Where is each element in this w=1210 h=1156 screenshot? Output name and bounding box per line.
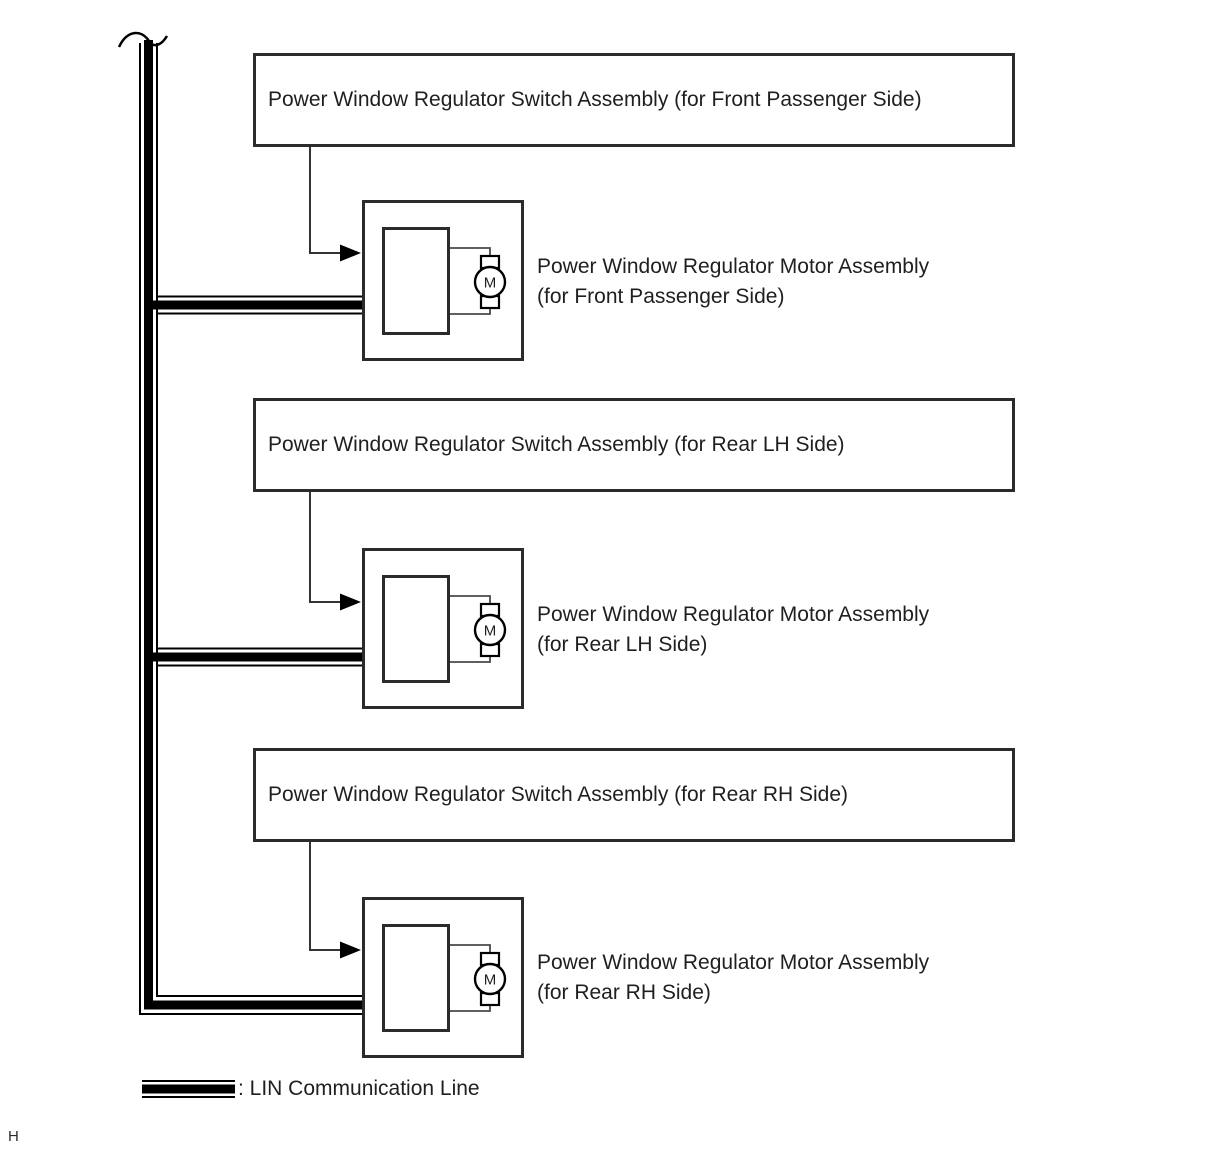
motor-label-line1: Power Window Regulator Motor Assembly (537, 255, 930, 278)
legend-lin-line-label: : LIN Communication Line (238, 1077, 480, 1100)
bus-top-curl (117, 31, 169, 48)
motor-assembly-box-rear-rh: M (362, 897, 524, 1058)
motor-label-line2: (for Rear LH Side) (537, 633, 708, 656)
motor-assembly-label-rear-lh: Power Window Regulator Motor Assembly (f… (537, 600, 1017, 660)
motor-letter: M (484, 275, 497, 292)
motor-controller-block (382, 924, 450, 1032)
motor-letter: M (484, 623, 497, 640)
arrowhead-icon (340, 244, 361, 262)
motor-icon: M (450, 595, 507, 663)
page-marker: H (8, 1128, 19, 1145)
motor-icon: M (450, 247, 507, 315)
lin-branch-front-passenger (148, 294, 362, 316)
motor-letter: M (484, 972, 497, 989)
motor-label-line2: (for Front Passenger Side) (537, 285, 785, 308)
motor-assembly-box-rear-lh: M (362, 548, 524, 709)
arrowhead-icon (340, 941, 361, 959)
arrow-switch-to-motor-rear-lh (309, 492, 361, 611)
lin-branch-rear-lh (148, 646, 362, 668)
switch-assembly-box-front-passenger: Power Window Regulator Switch Assembly (… (253, 53, 1015, 147)
switch-assembly-box-rear-lh: Power Window Regulator Switch Assembly (… (253, 398, 1015, 492)
motor-label-line2: (for Rear RH Side) (537, 981, 711, 1004)
motor-controller-block (382, 227, 450, 335)
motor-label-line1: Power Window Regulator Motor Assembly (537, 951, 930, 974)
switch-assembly-label: Power Window Regulator Switch Assembly (… (268, 783, 849, 806)
motor-assembly-label-front-passenger: Power Window Regulator Motor Assembly (f… (537, 252, 1017, 312)
motor-assembly-label-rear-rh: Power Window Regulator Motor Assembly (f… (537, 948, 1017, 1008)
lin-bus-line (117, 31, 362, 1015)
switch-assembly-label: Power Window Regulator Switch Assembly (… (268, 88, 922, 111)
motor-assembly-box-front-passenger: M (362, 200, 524, 361)
arrow-switch-to-motor-rear-rh (309, 842, 361, 959)
arrowhead-icon (340, 593, 361, 611)
motor-controller-block (382, 575, 450, 683)
motor-label-line1: Power Window Regulator Motor Assembly (537, 603, 930, 626)
legend-lin-line-swatch (142, 1080, 235, 1098)
arrow-switch-to-motor-front-passenger (309, 147, 361, 262)
motor-icon: M (450, 944, 507, 1012)
switch-assembly-label: Power Window Regulator Switch Assembly (… (268, 433, 845, 456)
switch-assembly-box-rear-rh: Power Window Regulator Switch Assembly (… (253, 748, 1015, 842)
